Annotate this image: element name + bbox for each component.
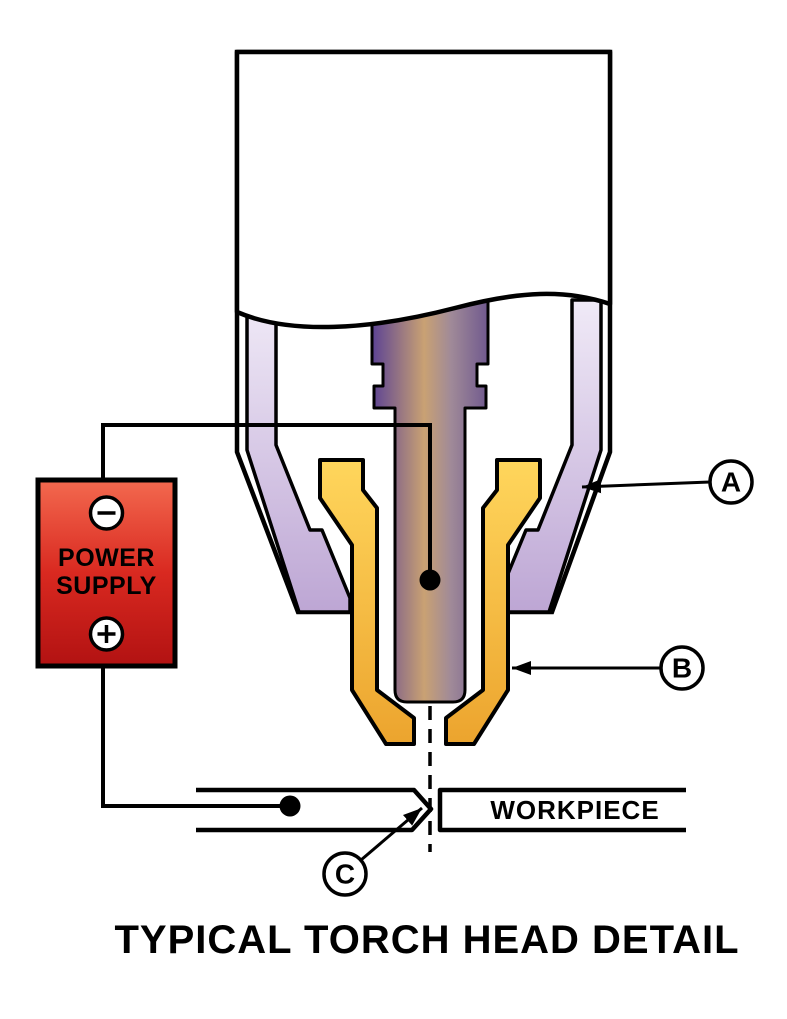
negative-lead-wire xyxy=(101,423,432,580)
shield-cup-right-section xyxy=(496,298,603,614)
callout-a-label: A xyxy=(721,467,741,498)
callout-a: A xyxy=(581,459,754,505)
power-supply-label-line1: POWER xyxy=(58,544,155,572)
power-supply: POWER SUPPLY xyxy=(35,477,178,669)
electrode-connection-dot xyxy=(419,569,441,591)
callout-c-label: C xyxy=(335,859,355,890)
diagram-title: TYPICAL TORCH HEAD DETAIL xyxy=(114,918,739,962)
callout-a-circle xyxy=(708,459,754,505)
workpiece-left-plate xyxy=(196,787,434,833)
workpiece-connection-dot xyxy=(279,795,301,817)
shield-cup-left-section xyxy=(245,298,352,614)
callout-c: C xyxy=(322,806,423,897)
power-supply-label-line2: SUPPLY xyxy=(56,572,157,600)
callout-a-leader xyxy=(581,479,711,494)
callout-b: B xyxy=(512,645,705,691)
plus-icon xyxy=(97,625,116,643)
workpiece-right-plate xyxy=(437,787,686,833)
torch-body-break xyxy=(234,49,613,330)
nozzle-left-section xyxy=(318,458,416,746)
callout-b-label: B xyxy=(672,653,692,684)
nozzle-right-section xyxy=(444,458,542,746)
callout-c-circle xyxy=(322,851,368,897)
callout-b-circle xyxy=(659,645,705,691)
callout-c-leader xyxy=(360,806,423,862)
positive-lead-wire xyxy=(101,664,290,808)
workpiece-label: WORKPIECE xyxy=(490,795,659,825)
